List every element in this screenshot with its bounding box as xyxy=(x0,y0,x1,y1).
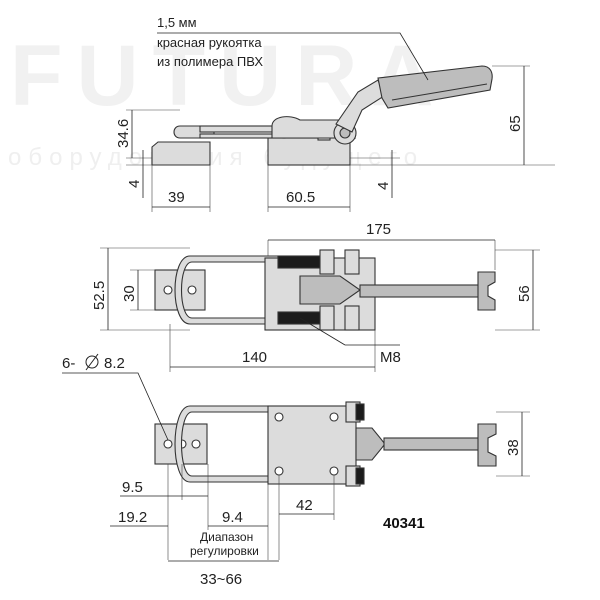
dim-hole-diameter: 8.2 xyxy=(104,355,125,372)
note-handle-line1: красная рукоятка xyxy=(157,35,262,50)
dim-bolt: M8 xyxy=(380,349,401,366)
dim-top-width-outer: 52.5 xyxy=(91,281,108,310)
dim-total-height: 65 xyxy=(507,115,524,132)
side-view xyxy=(151,65,493,166)
top-link xyxy=(299,275,361,305)
dim-top-length-base: 140 xyxy=(242,349,267,366)
adjust-range-label-1: Диапазон xyxy=(200,530,253,544)
side-left-base xyxy=(151,141,211,166)
bottom-bolt-upper xyxy=(355,403,365,421)
bottom-bolt-lower xyxy=(355,467,365,485)
top-handle-end xyxy=(477,271,496,311)
part-code: 40341 xyxy=(383,515,425,532)
material-notes: 1,5 мм красная рукоятка из полимера ПВХ xyxy=(157,15,429,81)
note-thickness: 1,5 мм xyxy=(157,15,197,30)
bolt-leader xyxy=(299,317,346,346)
top-nut-upper xyxy=(319,249,335,275)
top-handle-bar xyxy=(359,284,481,298)
dim-side-height: 34.6 xyxy=(115,119,132,148)
top-nut-lower xyxy=(319,305,335,331)
dim-top-width-inner: 30 xyxy=(121,285,138,302)
top-thread-lower xyxy=(277,311,327,325)
hole-leader xyxy=(62,372,169,441)
side-dimensions: 34.6 4 39 60.5 4 65 xyxy=(115,65,555,212)
bottom-dimensions: 6- 8.2 38 9.5 19.2 9.4 42 Диапазон регул… xyxy=(62,353,530,588)
note-handle-line2: из полимера ПВХ xyxy=(157,54,263,69)
watermark-tagline: оборудования будущего xyxy=(8,144,424,171)
dim-bottom-left: 19.2 xyxy=(118,509,147,526)
side-right-base xyxy=(267,137,351,166)
dim-bottom-height: 38 xyxy=(505,439,522,456)
top-thread-upper xyxy=(277,255,327,269)
dim-bottom-offset: 9.5 xyxy=(122,479,143,496)
dim-side-width-right: 60.5 xyxy=(286,189,315,206)
top-view xyxy=(154,249,496,331)
dim-side-base-right: 4 xyxy=(375,182,392,190)
dim-top-width-right: 56 xyxy=(516,285,533,302)
bottom-handle-end xyxy=(477,423,497,467)
bottom-link xyxy=(355,427,386,461)
dim-bottom-mid: 9.4 xyxy=(222,509,243,526)
top-nut-upper2 xyxy=(344,249,360,275)
dim-side-width-left: 39 xyxy=(168,189,185,206)
diameter-icon xyxy=(85,353,99,371)
adjust-range-label-2: регулировки xyxy=(190,544,259,558)
bottom-view xyxy=(154,401,497,487)
top-dimensions: 175 52.5 30 56 140 M8 xyxy=(91,221,540,372)
dim-bottom-right: 42 xyxy=(296,497,313,514)
dim-top-length: 175 xyxy=(366,221,391,238)
top-nut-lower2 xyxy=(344,305,360,331)
dim-adjust-range: 33~66 xyxy=(200,571,242,588)
bottom-handle-bar xyxy=(383,437,480,451)
dim-holes: 6- xyxy=(62,355,75,372)
note-leader xyxy=(157,32,429,81)
dim-side-base-left: 4 xyxy=(126,180,143,188)
